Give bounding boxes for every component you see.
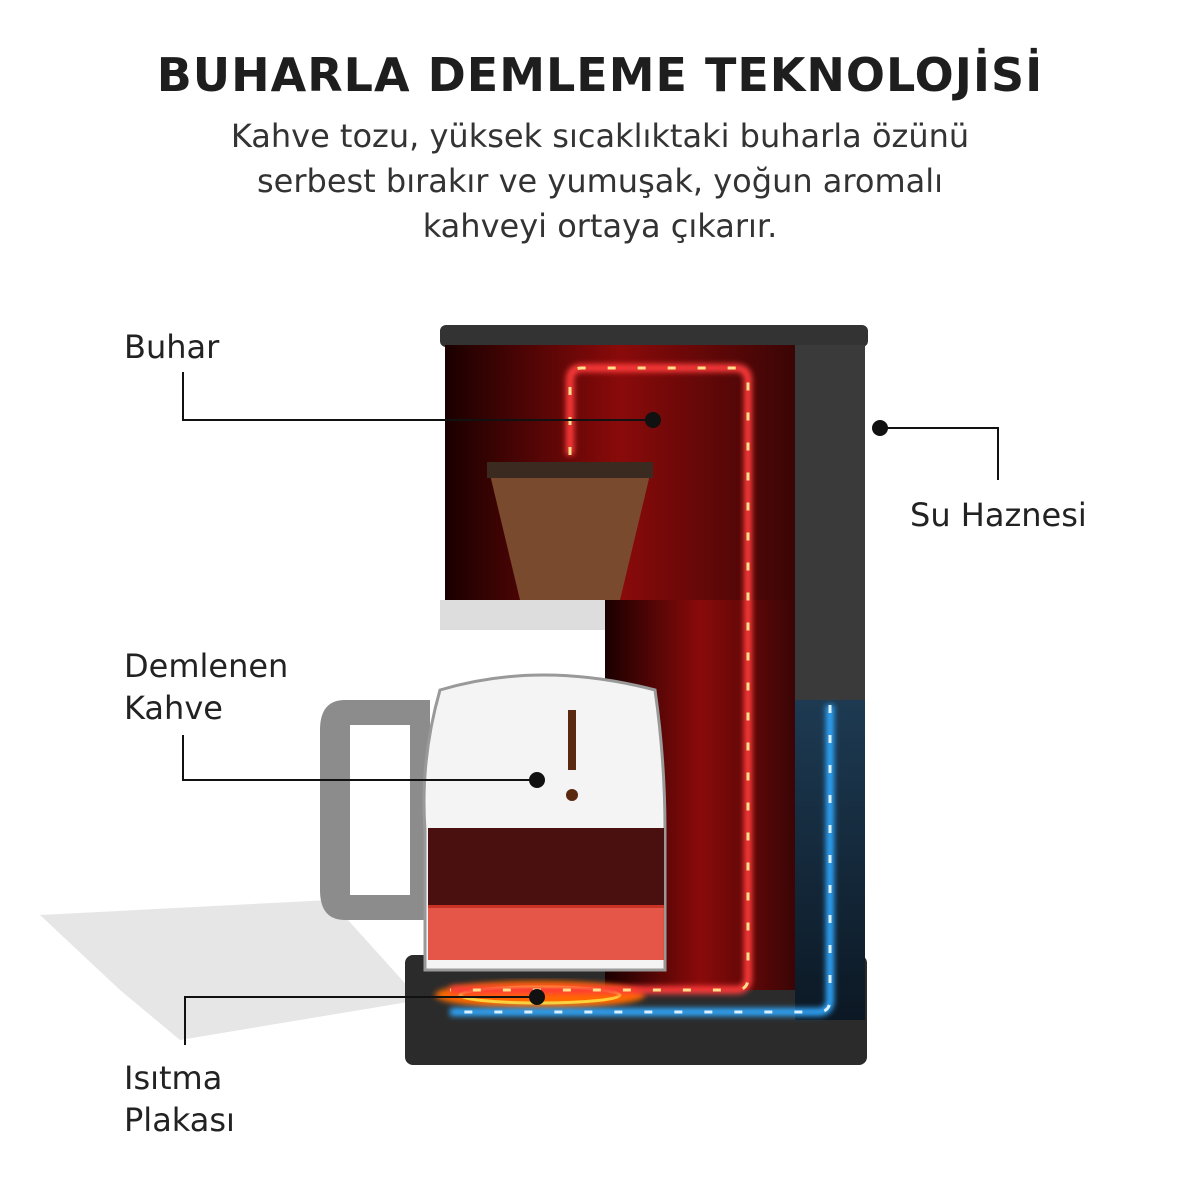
dot-steam [645,412,661,428]
coffee-drop [566,789,578,801]
coffee-filter [487,462,653,600]
cold-path-arrows [450,705,832,1014]
label-brewed-1: Demlenen [124,647,289,685]
dot-brewed [529,772,545,788]
leader-heating [184,996,537,1045]
shadow [40,900,420,1040]
label-heating-1: Isıtma [124,1059,223,1097]
hot-path-arrows [450,366,750,992]
label-brewed-2: Kahve [124,689,223,727]
leader-steam [182,372,653,421]
carafe-bottom-glow [428,905,664,960]
filter-rim [487,462,653,478]
leader-brewed [182,735,537,781]
dot-water-tank [872,420,888,436]
carafe-handle [320,700,430,920]
label-steam: Buhar [124,328,220,366]
leader-water-tank [880,427,999,480]
filter-holder [440,600,605,630]
label-water-tank: Su Haznesi [910,496,1087,534]
subtitle-line-3: kahveyi ortaya çıkarır. [422,207,778,245]
brewed-coffee [428,828,664,908]
water-tank-upper [795,345,865,705]
label-heating-2: Plakası [124,1101,235,1139]
page-title: BUHARLA DEMLEME TEKNOLOJİSİ [156,48,1044,102]
dot-heating [529,989,545,1005]
subtitle-line-2: serbest bırakır ve yumuşak, yoğun aromal… [256,162,943,200]
coffee-drip [568,710,576,770]
subtitle-line-1: Kahve tozu, yüksek sıcaklıktaki buharla … [230,117,970,155]
machine-lid [440,325,868,347]
